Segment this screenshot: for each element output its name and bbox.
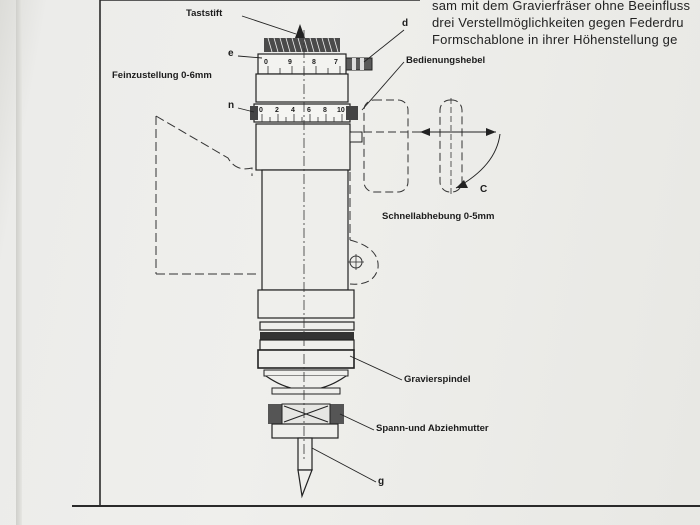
upper-scale-8: 8: [312, 59, 316, 66]
label-bedienungshebel: Bedienungshebel: [406, 55, 486, 66]
upper-scale-0: 0: [264, 59, 268, 66]
upper-scale-7: 7: [334, 59, 338, 66]
scale-number-6: 6: [307, 107, 311, 114]
letter-g: g: [378, 476, 385, 487]
label-gravierspindel: Gravierspindel: [404, 374, 471, 385]
bottom-frame-line: [72, 505, 700, 507]
label-feinzustellung: Feinzustellung 0-6mm: [112, 70, 212, 81]
page-edge: [16, 0, 22, 525]
upper-scale-9: 9: [288, 59, 292, 66]
letter-e: e: [228, 48, 234, 59]
letter-c: C: [480, 184, 488, 195]
scale-number-8: 8: [323, 107, 327, 114]
scale-number-10: 10: [337, 107, 345, 114]
letter-d: d: [402, 18, 409, 29]
scale-number-2: 2: [275, 107, 279, 114]
label-schnellabhebung: Schnellabhebung 0-5mm: [382, 211, 495, 222]
scale-number-0: 0: [259, 107, 263, 114]
label-taststift: Taststift: [186, 8, 223, 19]
scale-number-4: 4: [291, 107, 295, 114]
text-line-2: drei Verstellmöglichkeiten gegen Federdr…: [432, 15, 684, 30]
letter-n: n: [228, 100, 235, 111]
text-line-3: Formschablone in ihrer Höhenstellung ge: [432, 32, 678, 47]
text-line-1: sam mit dem Gravierfräser ohne Beeinflus…: [432, 0, 691, 13]
label-spann-und-abziehmutter: Spann-und Abziehmutter: [376, 423, 489, 434]
